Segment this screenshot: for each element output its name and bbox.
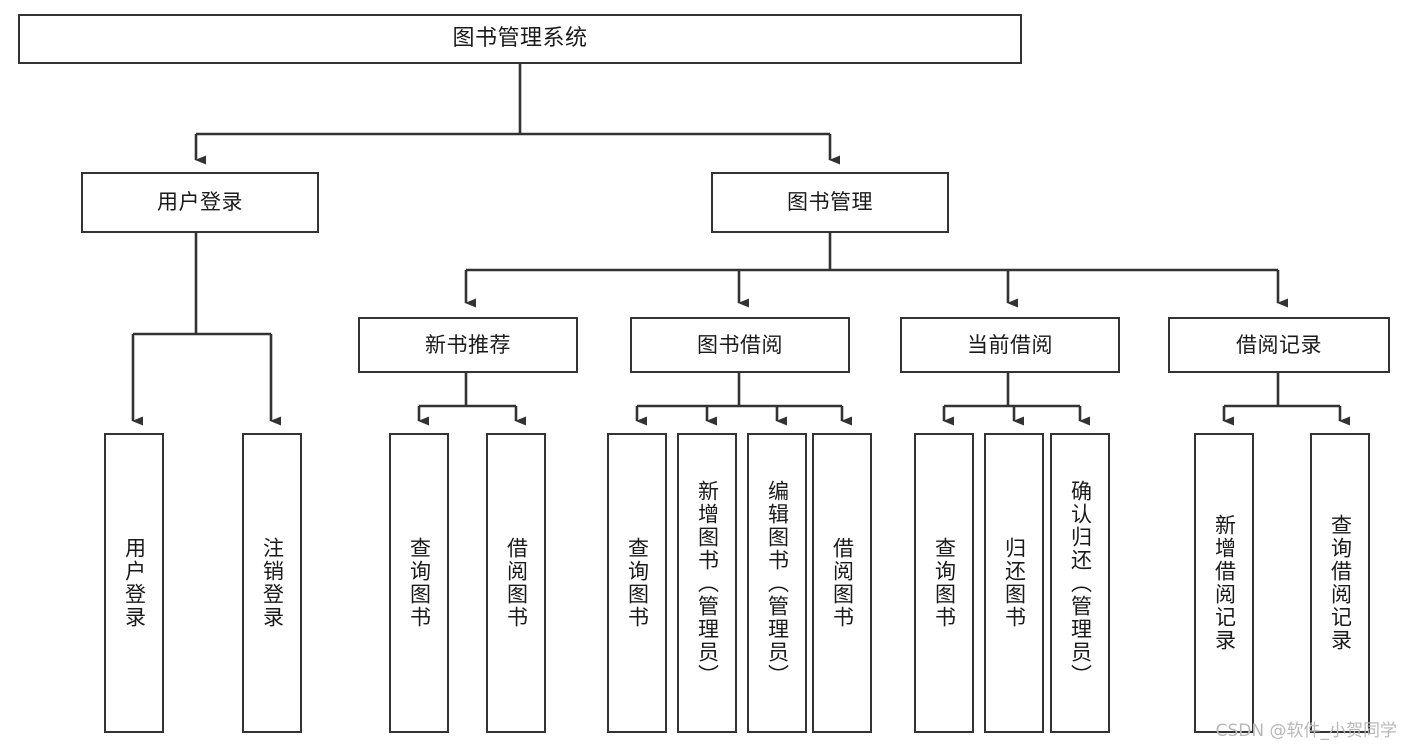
node-label: 查询图书 — [932, 537, 957, 629]
node-label: 归还图书 — [1002, 537, 1027, 629]
node-borrow-records[interactable]: 借阅记录 — [1168, 317, 1390, 373]
node-label: 新增借阅记录 — [1212, 514, 1237, 652]
node-label: 新书推荐 — [425, 332, 511, 357]
leaf-borrow-query-book[interactable]: 查询图书 — [607, 433, 667, 733]
node-label: 借阅记录 — [1236, 332, 1322, 357]
leaf-new-book-query[interactable]: 查询图书 — [389, 433, 449, 733]
node-label: 图书借阅 — [697, 332, 783, 357]
edge-records-to-leaves — [1222, 373, 1350, 426]
leaf-logout[interactable]: 注销登录 — [242, 433, 302, 733]
leaf-user-login[interactable]: 用户登录 — [104, 433, 164, 733]
edge-user-login-to-leaves — [131, 233, 281, 426]
node-label: 图书管理系统 — [452, 26, 588, 52]
node-new-book-recommend[interactable]: 新书推荐 — [358, 317, 578, 373]
leaf-new-book-borrow[interactable]: 借阅图书 — [486, 433, 546, 733]
node-label: 确认归还（管理员） — [1068, 479, 1093, 687]
node-label: 查询图书 — [407, 537, 432, 629]
edge-new-book-to-leaves — [417, 373, 526, 426]
edge-root-to-level2 — [194, 64, 840, 165]
leaf-records-add-record[interactable]: 新增借阅记录 — [1194, 433, 1254, 733]
leaf-borrow-edit-book-admin[interactable]: 编辑图书（管理员） — [747, 433, 807, 733]
node-label: 查询借阅记录 — [1328, 514, 1353, 652]
node-label: 当前借阅 — [967, 332, 1053, 357]
leaf-current-return-book[interactable]: 归还图书 — [984, 433, 1044, 733]
edge-book-mgmt-to-level3 — [464, 233, 1288, 308]
node-label: 借阅图书 — [504, 537, 529, 629]
node-label: 查询图书 — [625, 537, 650, 629]
node-root-system[interactable]: 图书管理系统 — [18, 14, 1022, 64]
node-book-borrow[interactable]: 图书借阅 — [630, 317, 850, 373]
node-user-login[interactable]: 用户登录 — [81, 172, 319, 233]
edge-current-to-leaves — [942, 373, 1090, 426]
leaf-borrow-borrow-book[interactable]: 借阅图书 — [812, 433, 872, 733]
node-label: 注销登录 — [260, 537, 285, 629]
node-label: 图书管理 — [787, 190, 873, 215]
node-current-borrow[interactable]: 当前借阅 — [900, 317, 1120, 373]
node-label: 用户登录 — [157, 190, 243, 215]
leaf-current-confirm-return-admin[interactable]: 确认归还（管理员） — [1050, 433, 1110, 733]
node-label: 用户登录 — [122, 537, 147, 629]
node-label: 编辑图书（管理员） — [765, 479, 790, 687]
watermark: CSDN @软件_小贺同学 — [1215, 721, 1397, 741]
leaf-records-query-record[interactable]: 查询借阅记录 — [1310, 433, 1370, 733]
node-book-management[interactable]: 图书管理 — [711, 172, 949, 233]
node-label: 新增图书（管理员） — [695, 479, 720, 687]
edge-borrow-to-leaves — [635, 373, 852, 426]
leaf-current-query-book[interactable]: 查询图书 — [914, 433, 974, 733]
leaf-borrow-add-book-admin[interactable]: 新增图书（管理员） — [677, 433, 737, 733]
node-label: 借阅图书 — [830, 537, 855, 629]
